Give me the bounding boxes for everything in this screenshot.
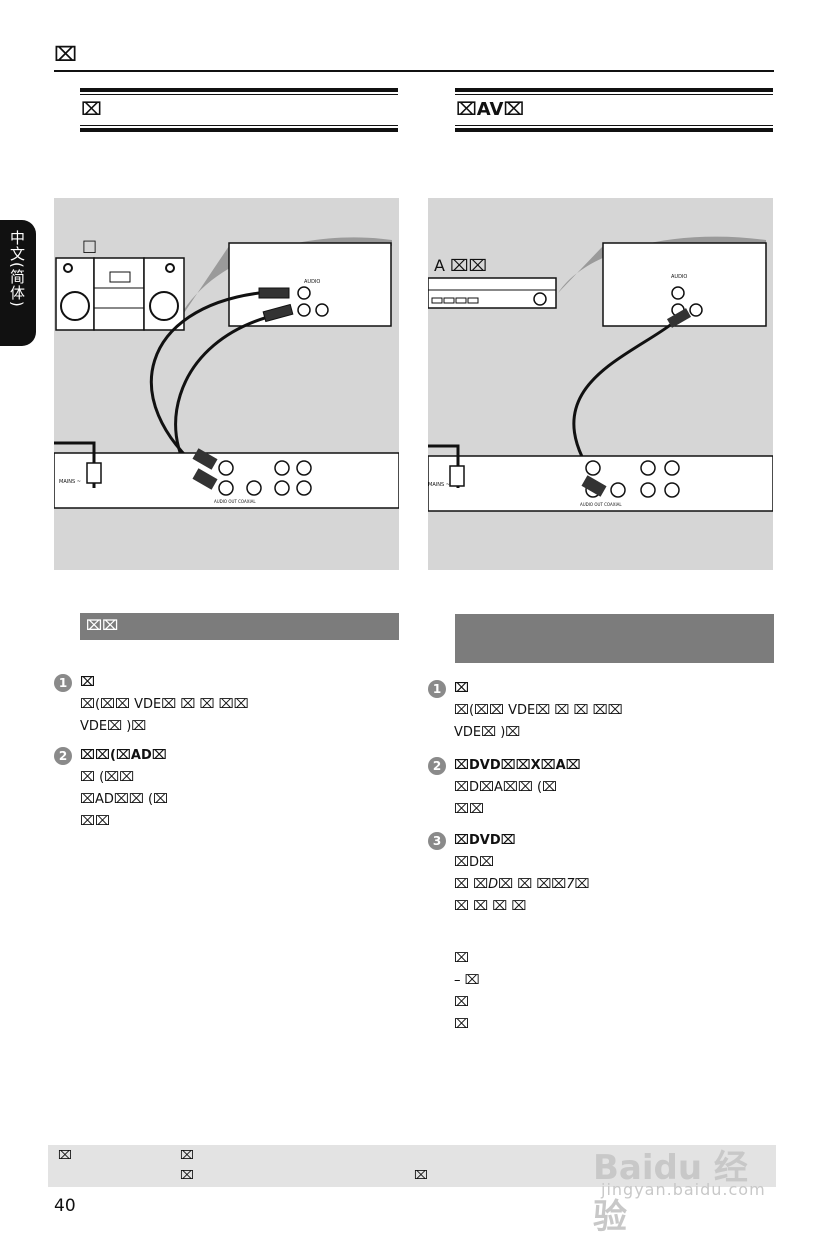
page-number: 40	[54, 1196, 76, 1216]
step-heading: ⌧DVD⌧⌧X⌧A⌧	[454, 758, 581, 773]
footer-note: ⌧ ⌧ ⌧ ⌧	[48, 1145, 776, 1187]
step-text: VDE⌧ )⌧	[454, 725, 521, 740]
step-text: ⌧⌧	[454, 802, 484, 817]
right-step-3: 3 ⌧DVD⌧ ⌧D⌧ ⌧ ⌧D⌧ ⌧ ⌧⌧7⌧ ⌧ ⌧ ⌧ ⌧ ⌧ – ⌧ ⌧…	[428, 830, 773, 1040]
step-text: ⌧(⌧⌧ VDE⌧ ⌧ ⌧ ⌧⌧	[454, 703, 623, 718]
step-text: ⌧	[454, 951, 469, 966]
step-text: – ⌧	[454, 973, 480, 988]
step-text: ⌧	[454, 1017, 469, 1032]
svg-text:MAINS ~: MAINS ~	[59, 479, 81, 485]
step-heading: ⌧DVD⌧	[454, 833, 516, 848]
step-number: 1	[428, 680, 446, 698]
footer-note-text: ⌧	[58, 1148, 72, 1162]
step-text: VDE⌧ )⌧	[80, 719, 147, 734]
step-heading: ⌧⌧(⌧AD⌧	[80, 748, 167, 763]
right-option-bar	[455, 614, 774, 663]
svg-text:AUDIO OUT COAXIAL: AUDIO OUT COAXIAL	[214, 499, 256, 504]
svg-text:AUDIO OUT COAXIAL: AUDIO OUT COAXIAL	[580, 502, 622, 507]
right-diagram-label: A ⌧⌧	[434, 256, 487, 275]
svg-text:MAINS ~: MAINS ~	[428, 482, 450, 488]
step-heading: ⌧	[454, 681, 469, 696]
step-number: 2	[54, 747, 72, 765]
left-option-bar: ⌧⌧	[80, 613, 399, 640]
left-step-1: 1 ⌧ ⌧(⌧⌧ VDE⌧ ⌧ ⌧ ⌧⌧ VDE⌧ )⌧	[54, 672, 399, 734]
svg-text:AUDIO: AUDIO	[671, 274, 687, 280]
svg-text:AUDIO: AUDIO	[304, 279, 320, 285]
right-section-header: ⌧AV⌧	[455, 88, 773, 132]
header-rule	[54, 70, 774, 72]
watermark-logo: Baidu 经验	[593, 1148, 748, 1237]
left-connection-diagram: AUDIO MAINS ~ AUDIO OUT COAXIAL □	[54, 198, 399, 570]
step-text: ⌧ ⌧ ⌧ ⌧	[454, 899, 527, 914]
stereo-system-icon	[55, 257, 185, 331]
left-section-header: ⌧	[80, 88, 398, 132]
step-text: ⌧D⌧A⌧⌧ (⌧	[454, 780, 558, 795]
right-step-2: 2 ⌧DVD⌧⌧X⌧A⌧ ⌧D⌧A⌧⌧ (⌧ ⌧⌧	[428, 755, 773, 825]
step-text: ⌧ (⌧⌧	[80, 770, 135, 785]
step-number: 2	[428, 757, 446, 775]
step-text: ⌧	[454, 995, 469, 1010]
left-diagram-label: □	[82, 236, 98, 255]
amplifier-icon	[428, 277, 557, 309]
language-tab: 中文(简体)	[0, 220, 36, 346]
footer-note-text: ⌧	[180, 1148, 194, 1162]
step-text: ⌧⌧	[80, 814, 110, 829]
watermark-url: jingyan.baidu.com	[601, 1180, 766, 1199]
step-number: 3	[428, 832, 446, 850]
left-section-title: ⌧	[81, 99, 102, 120]
language-tab-label: 中文(简体)	[8, 230, 26, 308]
left-step-2: 2 ⌧⌧(⌧AD⌧ ⌧ (⌧⌧ ⌧AD⌧⌧ (⌧ ⌧⌧	[54, 745, 399, 835]
right-connection-diagram: AUDIO MAINS ~ AUDIO OUT COAXIAL A ⌧⌧	[428, 198, 773, 570]
baidu-watermark: Baidu 经验 jingyan.baidu.com	[593, 1140, 773, 1237]
right-section-title: ⌧AV⌧	[456, 99, 525, 120]
step-number: 1	[54, 674, 72, 692]
footer-note-text: ⌧	[414, 1168, 428, 1182]
left-option-bar-label: ⌧⌧	[86, 618, 119, 634]
step-heading: ⌧	[80, 675, 95, 690]
step-text: ⌧(⌧⌧ VDE⌧ ⌧ ⌧ ⌧⌧	[80, 697, 249, 712]
right-step-1: 1 ⌧ ⌧(⌧⌧ VDE⌧ ⌧ ⌧ ⌧⌧ VDE⌧ )⌧	[428, 678, 773, 740]
step-text: ⌧D⌧	[454, 855, 494, 870]
page-title: ⌧	[54, 42, 78, 66]
step-text: ⌧ ⌧D⌧ ⌧ ⌧⌧7⌧	[454, 877, 590, 892]
step-text: ⌧AD⌧⌧ (⌧	[80, 792, 169, 807]
footer-note-text: ⌧	[180, 1168, 194, 1182]
